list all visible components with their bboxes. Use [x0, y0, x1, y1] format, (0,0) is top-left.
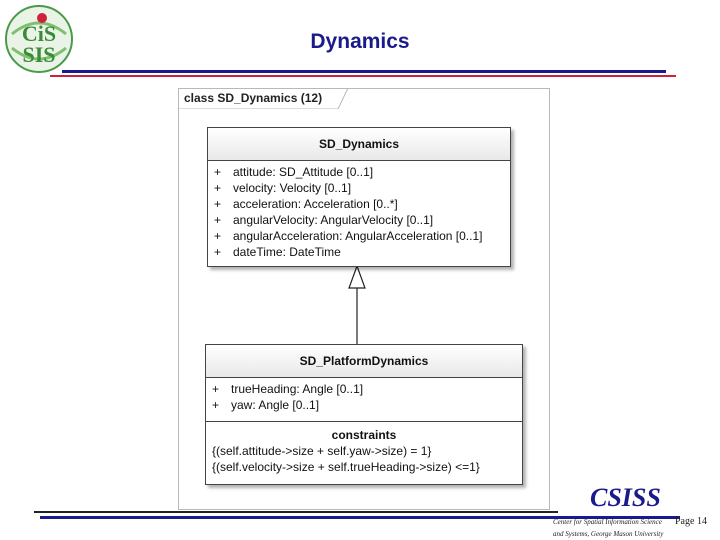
visibility-marker: + [214, 181, 222, 195]
attribute-row: + angularAcceleration: AngularAcceleratio… [208, 228, 510, 244]
constraint-row: {(self.velocity->size + self.trueHeading… [212, 460, 480, 474]
title-rule-blue [62, 70, 666, 73]
arrowhead-hollow-triangle [348, 264, 366, 289]
attribute-row: + velocity: Velocity [0..1] [208, 180, 510, 196]
footer-center-name-line1: Center for Spatial Information Science [553, 518, 662, 526]
footer-rule-blue [40, 516, 680, 519]
attribute-text: angularVelocity: AngularVelocity [0..1] [233, 213, 434, 227]
constraints-heading: constraints [331, 428, 397, 442]
attribute-row: + yaw: Angle [0..1] [206, 397, 522, 413]
attribute-text: acceleration: Acceleration [0..*] [233, 197, 398, 211]
attribute-list: + attitude: SD_Attitude [0..1] + velocity:… [208, 161, 510, 260]
attribute-text: angularAcceleration: AngularAcceleration… [233, 229, 483, 243]
visibility-marker: + [212, 398, 220, 412]
visibility-marker: + [214, 245, 222, 259]
class-sd-dynamics[interactable]: SD_Dynamics + attitude: SD_Attitude [0..1… [207, 127, 511, 267]
constraint-row: {(self.attitude->size + self.yaw->size) … [212, 444, 432, 458]
logo-graphic: CiS SIS [5, 5, 73, 73]
class-sd-platform-dynamics[interactable]: SD_PlatformDynamics + trueHeading: Angle … [205, 344, 523, 485]
attribute-text: velocity: Velocity [0..1] [233, 181, 352, 195]
attribute-row: + trueHeading: Angle [0..1] [206, 381, 522, 397]
class-name: SD_PlatformDynamics [206, 345, 522, 378]
attribute-text: trueHeading: Angle [0..1] [231, 382, 364, 396]
footer-brand: CSISS [590, 483, 661, 512]
visibility-marker: + [214, 197, 222, 211]
attribute-row: + attitude: SD_Attitude [0..1] [208, 164, 510, 180]
attribute-text: dateTime: DateTime [233, 245, 341, 259]
attribute-text: attitude: SD_Attitude [0..1] [233, 165, 374, 179]
class-name: SD_Dynamics [208, 128, 510, 161]
attribute-list: + trueHeading: Angle [0..1] + yaw: Angle [… [206, 378, 522, 422]
visibility-marker: + [212, 382, 220, 396]
frame-tab [178, 88, 348, 109]
page-number: Page 14 [675, 516, 707, 527]
attribute-row: + acceleration: Acceleration [0..*] [208, 196, 510, 212]
logo-text-bottom: SIS [22, 42, 55, 67]
attribute-row: + dateTime: DateTime [208, 244, 510, 260]
attribute-row: + angularVelocity: AngularVelocity [0..1] [208, 212, 510, 228]
generalization-arrow [348, 264, 366, 344]
footer-rule-black [34, 511, 558, 513]
footer-center-name-line2: and Systems, George Mason University [553, 530, 664, 538]
attribute-text: yaw: Angle [0..1] [231, 398, 320, 412]
frame-label: class SD_Dynamics (12) [184, 91, 323, 105]
visibility-marker: + [214, 229, 222, 243]
logo-red-dot [37, 13, 47, 23]
logo-text-top: CiS [22, 21, 56, 46]
slide-title: Dynamics [310, 30, 410, 53]
title-rule-red [50, 75, 676, 77]
csiss-logo: CiS SIS [4, 4, 74, 74]
visibility-marker: + [214, 165, 222, 179]
visibility-marker: + [214, 213, 222, 227]
